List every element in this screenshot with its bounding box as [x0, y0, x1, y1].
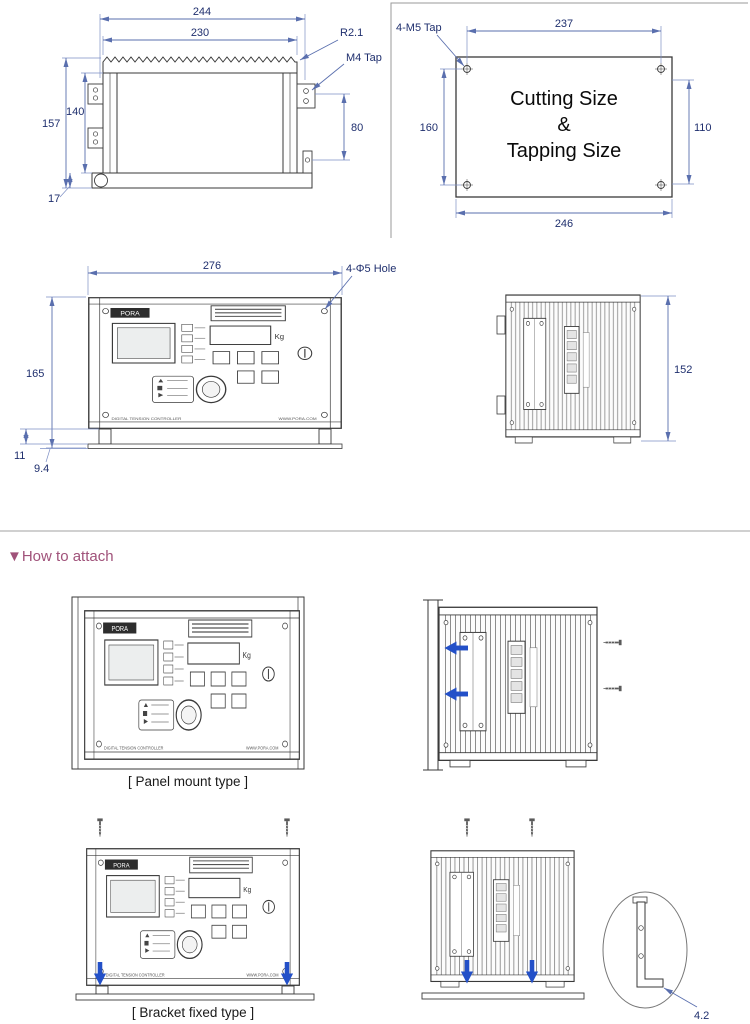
dim-text-230: 230: [191, 27, 209, 39]
mounting-base: [75, 993, 315, 1001]
screw-icon: [283, 818, 291, 837]
controller-front-panel: [84, 610, 300, 760]
dim-text-140: 140: [66, 106, 84, 118]
tap-holes: [461, 63, 667, 191]
dim-text-4-2: 4.2: [694, 1010, 709, 1022]
foot-right: [318, 428, 332, 445]
cutting-dimensions: 4-M5 Tap 237 160 110 246: [396, 18, 712, 230]
panel-edge: [427, 599, 439, 771]
side-tab-lower: [496, 395, 506, 415]
section-border: [390, 2, 748, 238]
bracket-foot: [281, 985, 295, 995]
dim-text-110: 110: [694, 122, 712, 134]
dim-text-9-4: 9.4: [34, 463, 49, 475]
left-bracket-upper: [87, 83, 104, 105]
controller-side-view: [505, 294, 641, 444]
left-bracket-lower: [87, 127, 104, 149]
panel-mount-caption: [ Panel mount type ]: [128, 774, 248, 789]
dim-text-17: 17: [48, 193, 60, 205]
dim-text-152: 152: [674, 364, 692, 376]
cutting-title-line3: Tapping Size: [507, 140, 622, 162]
side-view-dimensions: 152: [641, 295, 692, 442]
panel-mount-front-drawing: [ Panel mount type ]: [71, 596, 305, 789]
dim-text-157: 157: [42, 118, 60, 130]
dim-text-11: 11: [14, 450, 25, 462]
controller-side-view: [438, 606, 598, 768]
callout-phi5-hole: 4-Φ5 Hole: [346, 263, 396, 275]
screw-icon: [463, 818, 471, 837]
attach-section: ▼How to attach [ Panel mount type ]: [7, 548, 709, 1022]
dim-text-80: 80: [351, 122, 363, 134]
bracket-fixed-caption: [ Bracket fixed type ]: [132, 1005, 254, 1020]
dim-text-160: 160: [420, 122, 438, 134]
controller-side-view: [430, 850, 575, 988]
dim-text-246: 246: [555, 218, 573, 230]
rear-view-dimensions: 244 230 157 140 17 80 R2.1 M4 Tap: [42, 6, 382, 205]
screw-icon: [96, 818, 104, 837]
cutting-title-line2: &: [557, 114, 571, 136]
cutting-size-drawing: Cutting Size & Tapping Size 4-M5 Tap 237…: [390, 2, 748, 238]
bracket-fixed-front-drawing: [ Bracket fixed type ]: [75, 818, 315, 1020]
rear-view-drawing: 244 230 157 140 17 80 R2.1 M4 Tap: [42, 6, 382, 205]
dim-text-165: 165: [26, 368, 44, 380]
base-plate: [91, 172, 313, 189]
base-roller: [94, 173, 108, 188]
cutting-title-line1: Cutting Size: [510, 88, 618, 110]
panel-mount-side-drawing: [423, 599, 622, 771]
base-strip: [87, 443, 343, 449]
mounting-base: [421, 992, 585, 1000]
right-bracket: [296, 83, 316, 109]
bracket-detail: [632, 896, 664, 988]
front-view-drawing: 276 4-Φ5 Hole 165 11 9.4: [14, 260, 396, 475]
side-view-drawing: 152: [496, 294, 692, 444]
side-tab-upper: [496, 315, 506, 335]
screw-icon: [603, 684, 622, 693]
screw-icon: [528, 818, 536, 837]
dim-text-237: 237: [555, 18, 573, 30]
attach-section-header: ▼How to attach: [7, 548, 114, 565]
dim-text-244: 244: [193, 6, 211, 18]
detail-ellipse: [602, 891, 688, 1009]
cutting-panel: [455, 56, 673, 198]
controller-front-panel: [88, 297, 342, 429]
controller-front-panel: [86, 848, 300, 986]
callout-r2-1: R2.1: [340, 27, 363, 39]
foot-left: [98, 428, 112, 445]
callout-4-m5-tap: 4-M5 Tap: [396, 22, 442, 34]
front-view-dimensions: 276 4-Φ5 Hole 165 11 9.4: [14, 260, 396, 475]
callout-m4-tap: M4 Tap: [346, 52, 382, 64]
dim-text-276: 276: [203, 260, 221, 272]
heatsink-corrugation: [102, 56, 298, 74]
screw-icon: [603, 638, 622, 647]
bracket-fixed-side-drawing: 4.2: [421, 818, 709, 1022]
bracket-foot: [95, 985, 109, 995]
